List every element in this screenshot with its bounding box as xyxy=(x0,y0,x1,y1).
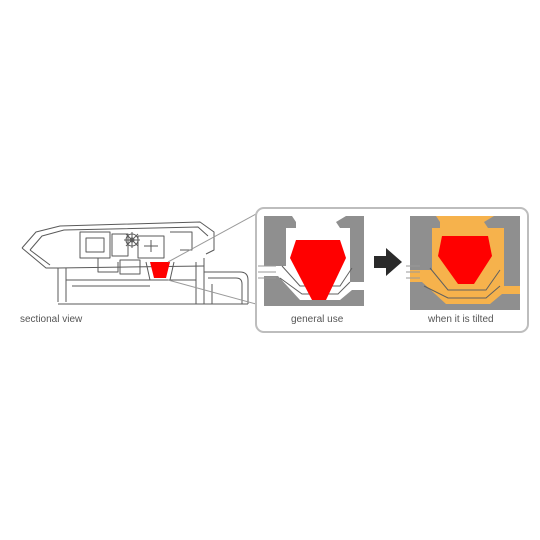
sectional-valve xyxy=(150,262,170,278)
valve-raised xyxy=(438,236,492,284)
general-use-diagram xyxy=(258,216,364,306)
sectional-view-drawing xyxy=(21,221,249,305)
sectional-valve-seat xyxy=(145,261,175,281)
right-arrow-icon xyxy=(374,248,402,276)
sectional-view-label: sectional view xyxy=(20,314,83,325)
callout-lines xyxy=(167,213,257,305)
gear-icon xyxy=(124,232,140,248)
general-use-label: general use xyxy=(291,314,344,325)
tilted-diagram xyxy=(406,216,520,310)
valve-upright xyxy=(290,240,346,300)
motion-lines-icon xyxy=(258,265,276,279)
motion-lines-icon xyxy=(406,265,420,279)
when-tilted-label: when it is tilted xyxy=(428,314,494,325)
